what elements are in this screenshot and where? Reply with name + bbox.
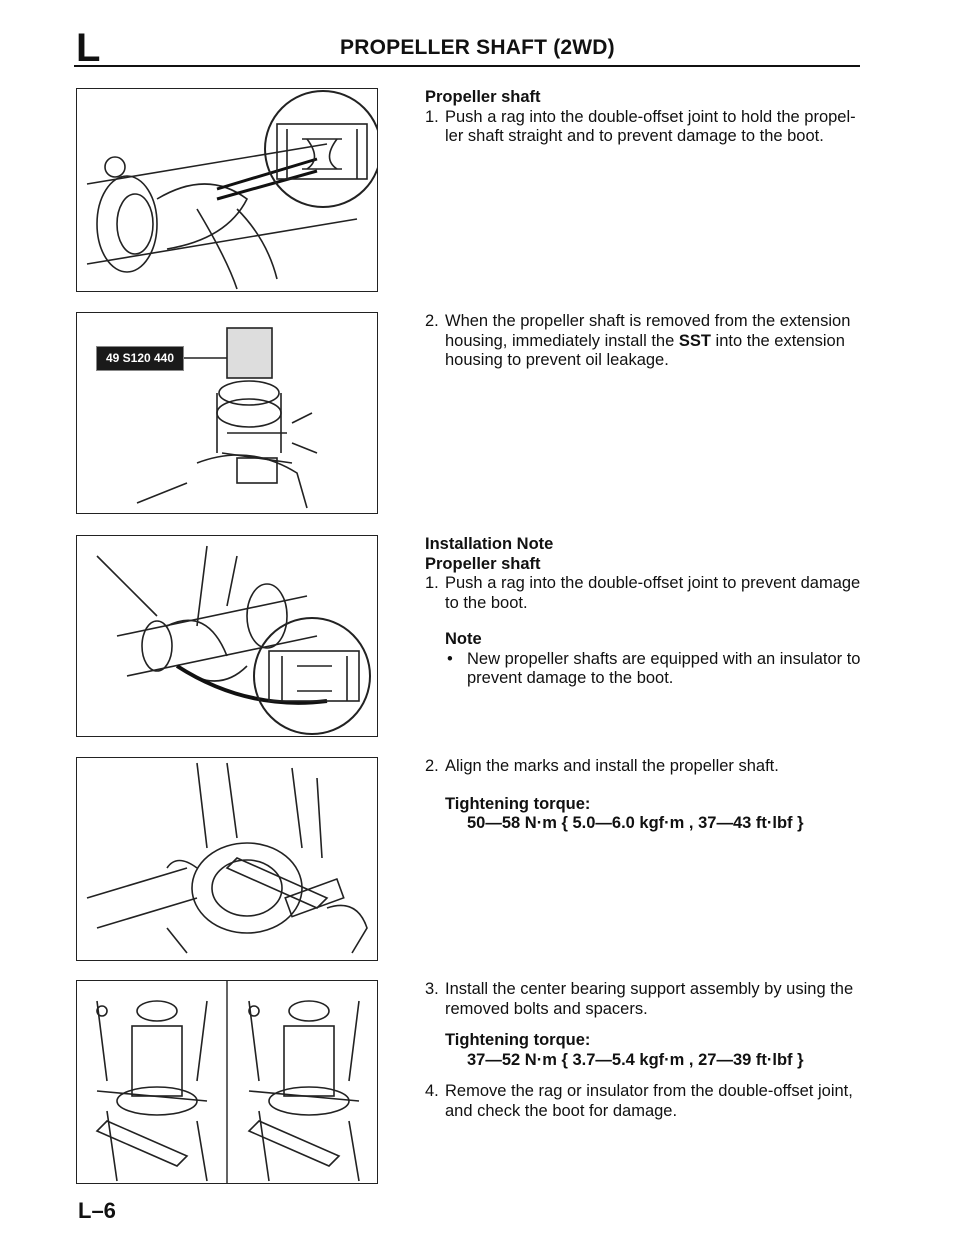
figure-rag-in-joint [76,88,378,292]
figure-center-bearing [76,980,378,1184]
step-number: 3. [425,980,439,998]
step-text: Install the center bearing support assem… [445,980,854,1018]
rag-installation-illustration [96,545,371,735]
installation-step-4: 4. Remove the rag or insulator from the … [425,1082,865,1121]
section-letter: L [76,26,101,70]
removal-step2-block: 2. When the propeller shaft is removed f… [425,312,865,371]
bullet-dot: • [447,649,453,668]
step-text: Push a rag into the double-offset joint … [445,107,856,146]
installation-heading: Installation Note [425,535,554,553]
step-text: Align the marks and install the propelle… [445,757,779,775]
installation-step1-block: Installation Note Propeller shaft 1. Pus… [425,535,865,689]
removal-step-1: 1. Push a rag into the double-offset joi… [425,108,865,147]
page-title: PROPELLER SHAFT (2WD) [340,36,615,59]
note-heading: Note [445,630,482,648]
note-text: New propeller shafts are equipped with a… [467,649,861,688]
installation-subheading: Propeller shaft [425,554,541,573]
sst-term: SST [678,331,711,350]
step-number: 2. [425,757,439,775]
torque-label: Tightening torque: [445,1031,591,1049]
step-text-pre: When the propeller shaft is removed from… [445,312,851,350]
removal-step1-block: Propeller shaft 1. Push a rag into the d… [425,88,865,147]
step-text: Push a rag into the double-offset joint … [445,574,861,612]
step-number: 1. [425,574,439,592]
header-rule [74,65,860,67]
center-bearing-illustration [95,981,360,1183]
torque-value: 50—58 N·m { 5.0—6.0 kgf·m , 37—43 ft·lbf… [467,814,804,832]
torque-label: Tightening torque: [445,794,591,813]
step-text-post: into the extension housing to prevent oi… [445,331,845,370]
installation-step-1: 1. Push a rag into the double-offset joi… [425,574,865,613]
rag-in-joint-illustration [86,90,377,290]
page-number: L–6 [78,1198,116,1223]
installation-step2-block: 2. Align the marks and install the prope… [425,757,865,834]
note-bullet-item: • New propeller shafts are equipped with… [425,650,865,689]
installation-step-2: 2. Align the marks and install the prope… [425,757,865,777]
installation-step-3: 3. Install the center bearing support as… [425,980,865,1019]
align-marks-illustration [86,762,368,954]
step-number: 4. [425,1082,439,1100]
step-number: 2. [425,312,439,330]
step-text: Remove the rag or insulator from the dou… [445,1082,853,1120]
figure-sst-install [76,312,378,514]
figure-align-marks [76,757,378,961]
removal-step-2: 2. When the propeller shaft is removed f… [425,312,865,371]
torque-value: 37—52 N·m { 3.7—5.4 kgf·m , 27—39 ft·lbf… [467,1050,804,1069]
figure-rag-installation [76,535,378,737]
sst-install-illustration [136,327,318,509]
sst-part-number-label: 49 S120 440 [96,346,184,371]
removal-heading: Propeller shaft [425,88,541,106]
installation-step3-block: 3. Install the center bearing support as… [425,980,865,1121]
step-number: 1. [425,107,439,126]
